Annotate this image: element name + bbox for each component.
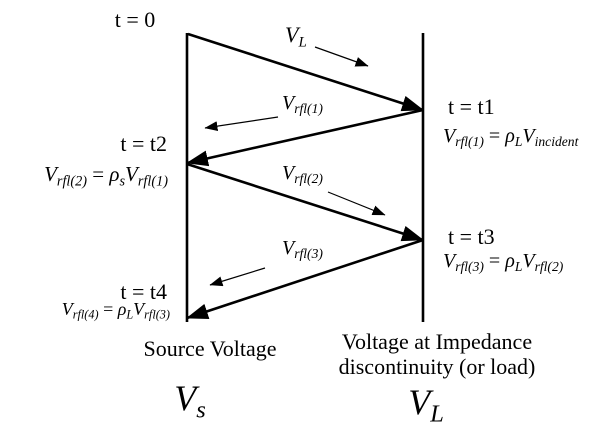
axis-symbol-subscript: L [430, 400, 444, 428]
rho-symbol: ρ [505, 250, 515, 272]
equation-subscript: rfl(3) [144, 307, 170, 322]
wave-label-subscript: rfl(1) [294, 101, 323, 117]
equation-t4: Vrfl(4) = ρLVrfl(3) [62, 300, 170, 321]
equation-subscript: rfl(4) [72, 307, 99, 322]
wave-label-subscript: L [298, 34, 307, 51]
equation-t3: Vrfl(3) = ρLVrfl(2) [443, 251, 563, 274]
load-axis-caption-line1: Voltage at Impedance [341, 329, 533, 354]
equation-subscript: rfl(2) [56, 173, 88, 190]
incident-wave-arrow [187, 32, 424, 112]
equation-term: V [443, 250, 456, 272]
wave-label-base: V [282, 92, 295, 114]
equation-equals: = [483, 250, 506, 272]
equation-subscript: L [514, 259, 523, 275]
equation-term: V [44, 162, 57, 186]
equation-term: V [522, 125, 535, 147]
time-label-t0: t = 0 [114, 7, 156, 32]
time-label-t3: t = t3 [448, 224, 495, 249]
equation-equals: = [87, 162, 110, 186]
rho-symbol: ρ [505, 125, 515, 147]
label-direction-arrow-rfl3 [209, 267, 266, 287]
wave-label-base: V [282, 237, 295, 259]
label-direction-arrow-rfl1 [204, 116, 279, 132]
rho-symbol: ρ [117, 299, 127, 319]
source-axis-caption: Source Voltage [143, 336, 277, 361]
equation-subscript: rfl(1) [455, 134, 484, 150]
rho-symbol: ρ [109, 162, 120, 186]
load-axis-caption: Voltage at Impedance discontinuity (or l… [339, 329, 536, 379]
wave-label-vl: VL [285, 24, 307, 50]
equation-t1: Vrfl(1) = ρLVincident [443, 126, 578, 149]
equation-subscript: rfl(1) [137, 173, 168, 190]
equation-subscript: s [119, 173, 126, 190]
label-direction-arrow-vl [314, 46, 369, 67]
load-axis-caption-line2: discontinuity (or load) [338, 354, 536, 379]
reflection-3-arrow [186, 238, 424, 320]
equation-subscript: L [514, 134, 523, 150]
wave-label-base: V [282, 162, 295, 184]
reflection-1-arrow [186, 108, 424, 167]
equation-equals: = [483, 125, 506, 147]
source-axis-symbol: Vs [174, 380, 206, 423]
load-axis-symbol: VL [408, 384, 444, 427]
equation-subscript: rfl(3) [455, 259, 484, 275]
equation-term: V [61, 299, 73, 319]
axis-symbol-base: V [408, 382, 431, 422]
equation-subscript: incident [534, 134, 579, 150]
equation-t2: Vrfl(2) = ρsVrfl(1) [44, 164, 168, 189]
axis-symbol-base: V [174, 378, 197, 418]
wave-label-rfl1: Vrfl(1) [282, 93, 323, 116]
label-direction-arrow-rfl2 [327, 191, 386, 216]
axis-symbol-subscript: s [196, 396, 206, 424]
equation-term: V [443, 125, 456, 147]
wave-label-subscript: rfl(2) [294, 171, 323, 187]
wave-label-rfl2: Vrfl(2) [282, 163, 323, 186]
wave-label-base: V [285, 22, 299, 47]
equation-term: V [125, 162, 138, 186]
time-label-t1: t = t1 [448, 94, 495, 119]
equation-equals: = [98, 299, 118, 319]
wave-label-subscript: rfl(3) [294, 246, 323, 262]
equation-term: V [133, 299, 145, 319]
equation-subscript: L [126, 307, 134, 322]
time-label-t2: t = t2 [120, 131, 167, 156]
equation-term: V [522, 250, 535, 272]
equation-subscript: rfl(2) [534, 259, 564, 275]
reflection-2-arrow [186, 162, 424, 242]
wave-label-rfl3: Vrfl(3) [282, 238, 323, 261]
time-label-t4: t = t4 [120, 279, 167, 304]
